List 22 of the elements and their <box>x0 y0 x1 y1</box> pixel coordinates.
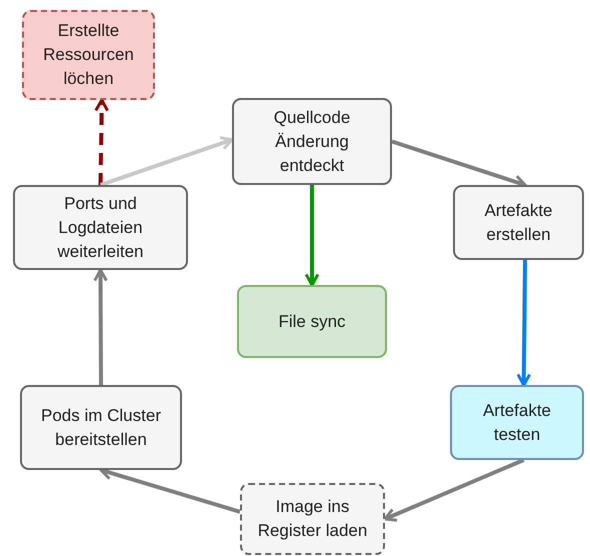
arrow <box>100 136 234 187</box>
arrow <box>93 268 108 385</box>
node-label: Pods im Cluster bereitstellen <box>40 404 162 450</box>
node-label: Quellcode Änderung entdeckt <box>272 106 352 176</box>
node-label: File sync <box>277 310 347 332</box>
node-label: Image ins Register laden <box>256 496 368 542</box>
process-box <box>453 185 584 260</box>
optional-step-box <box>240 483 385 555</box>
process-box <box>20 385 182 470</box>
arrow <box>516 260 532 386</box>
node-label: Erstellte Ressourcen löchen <box>42 20 135 90</box>
process-box <box>13 185 188 270</box>
test-box <box>450 385 584 460</box>
cleanup-box <box>22 10 155 100</box>
process-box <box>232 98 392 185</box>
arrow <box>384 458 524 522</box>
sync-box <box>237 285 387 358</box>
node-label: Artefakte erstellen <box>483 200 554 246</box>
arrow <box>304 185 320 286</box>
node-label: Ports und Logdateien weiterleiten <box>56 192 144 262</box>
arrow <box>94 98 109 186</box>
node-label: Artefakte testen <box>482 400 552 446</box>
